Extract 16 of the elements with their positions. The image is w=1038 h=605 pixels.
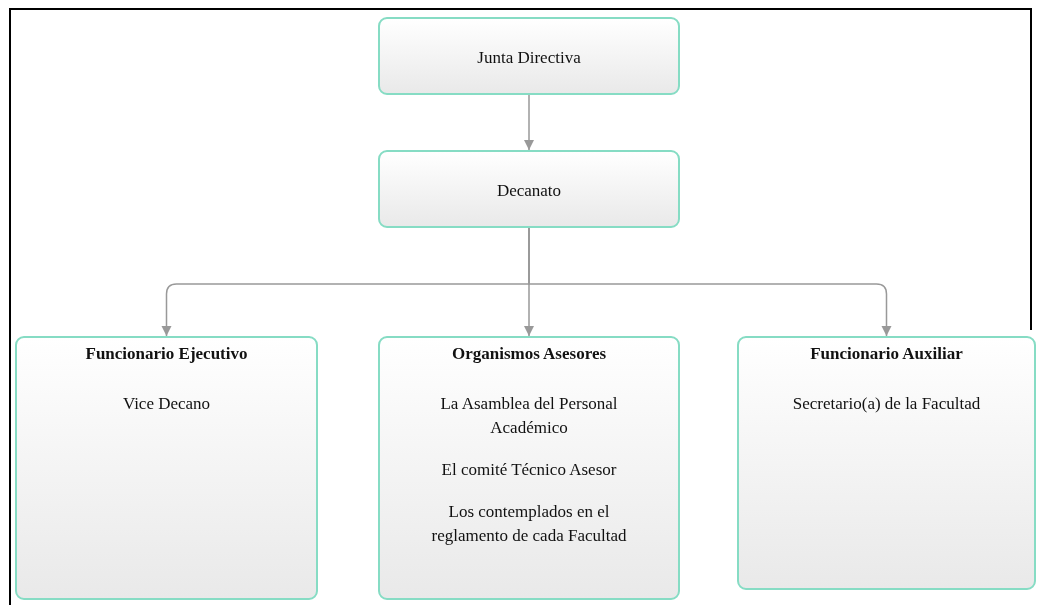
org-box <box>378 150 680 228</box>
box-text: El comité Técnico Asesor <box>440 459 618 481</box>
box-heading: Funcionario Ejecutivo <box>84 343 249 365</box>
box-heading: Organismos Asesores <box>450 343 608 365</box>
arrow <box>523 94 535 151</box>
box-text: Junta Directiva <box>477 47 581 69</box>
box-heading: Funcionario Auxiliar <box>809 343 964 365</box>
box-text: Vice Decano <box>121 393 212 415</box>
box-text: Decanato <box>496 180 562 202</box>
box-text: La Asamblea del Personal Académico <box>439 393 619 439</box>
box-text: Los contemplados en el reglamento de cada Facultad <box>430 501 628 547</box>
org-box <box>737 336 1036 590</box>
org-box <box>15 336 318 600</box>
org-box <box>378 336 680 600</box>
box-text: Secretario(a) de la Facultad <box>791 393 982 415</box>
org-box <box>378 17 680 95</box>
